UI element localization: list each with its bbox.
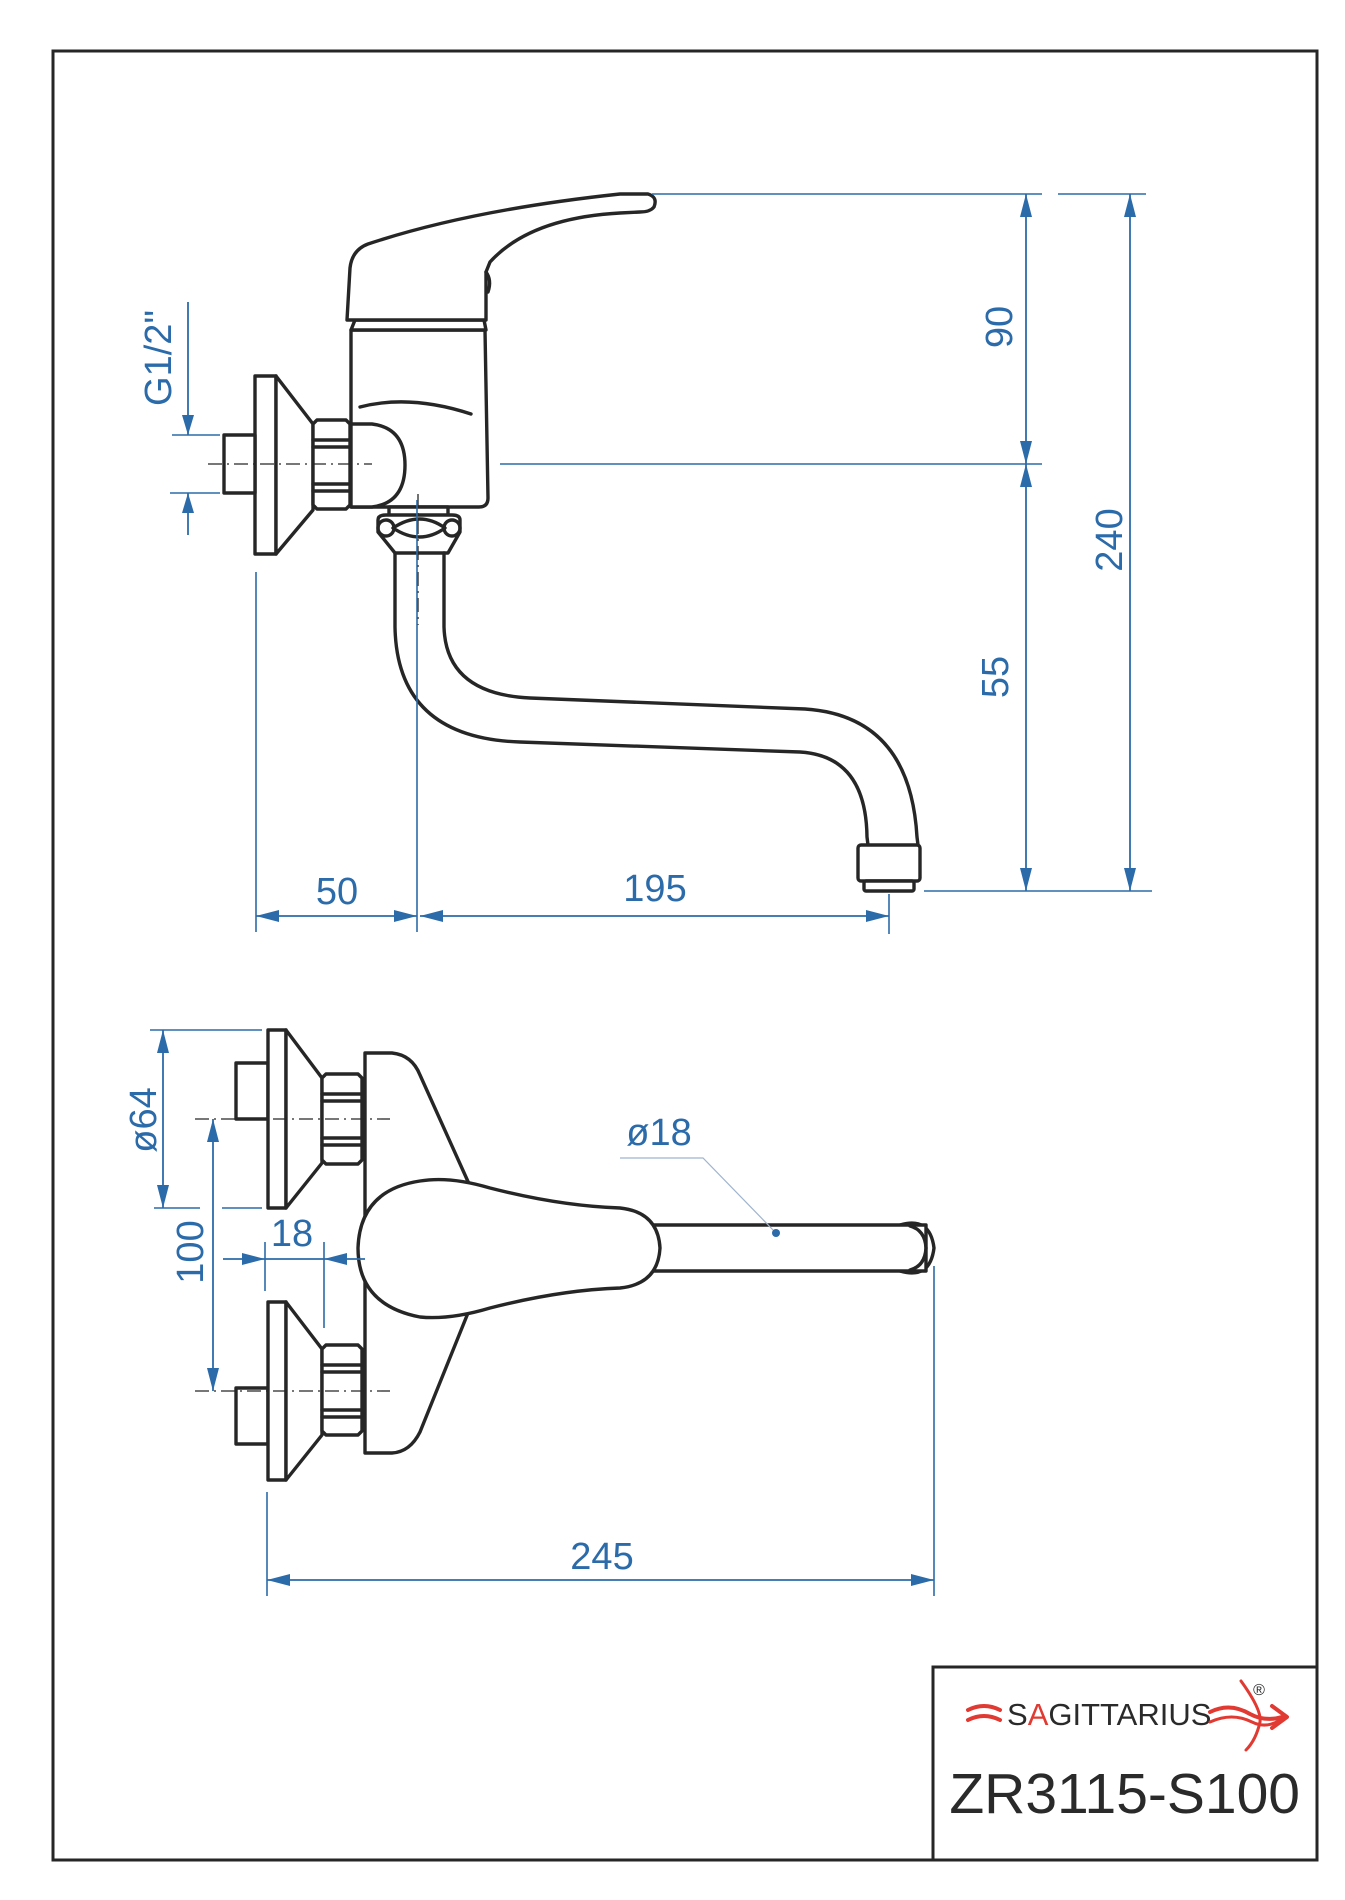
dim-handle-height-label: 90 — [979, 306, 1021, 348]
inlet-pipe — [222, 433, 257, 495]
dim-spout-diameter: ø18 — [620, 1112, 780, 1237]
plan-handle — [356, 1177, 662, 1320]
dim-nut-depth: 18 — [223, 1213, 365, 1328]
brand-rest: GITTARIUS — [1048, 1697, 1211, 1732]
dim-spout-diameter-label: ø18 — [626, 1112, 691, 1154]
dim-spout-height-label: 55 — [975, 656, 1017, 698]
registered-mark: ® — [1253, 1682, 1265, 1699]
handle-pin — [484, 270, 492, 294]
swivel-spout — [393, 551, 870, 847]
brand-name: SAGITTARIUS — [1007, 1697, 1211, 1732]
dim-total-reach: 245 — [266, 1266, 935, 1596]
drawing-frame — [51, 49, 1319, 1862]
aerator — [856, 843, 922, 883]
brand-letter: S — [1007, 1697, 1028, 1732]
brand-letter-accent: A — [1028, 1697, 1049, 1732]
model-number: ZR3115-S100 — [949, 1762, 1300, 1826]
dim-thread: G1/2" — [138, 302, 220, 535]
dim-flange-diameter: ø64 — [123, 1029, 262, 1209]
dim-nut-depth-label: 18 — [271, 1213, 313, 1255]
spout-nut — [376, 505, 462, 555]
dim-heights: 90 55 240 — [500, 193, 1152, 892]
brand-prefix: SA — [1007, 1697, 1049, 1732]
plan-spout — [638, 1221, 936, 1275]
flange-cone — [274, 374, 315, 556]
brand-logo: SAGITTARIUS ® — [966, 1679, 1289, 1752]
dim-inlet-spacing: 100 — [170, 1119, 219, 1391]
dim-spout-reach-label: 195 — [623, 868, 686, 910]
side-view: G1/2" 90 55 240 — [138, 192, 1152, 934]
body-dome — [349, 422, 407, 509]
dim-thread-label: G1/2" — [138, 310, 180, 406]
dim-reach-side: 50 195 — [255, 500, 890, 934]
wall-flange — [253, 374, 278, 556]
dim-total-height-label: 240 — [1089, 508, 1131, 571]
dim-inlet-spacing-label: 100 — [170, 1220, 212, 1283]
dim-wall-offset-label: 50 — [316, 871, 358, 913]
lever-handle — [345, 192, 657, 322]
plan-view: ø64 100 18 ø18 — [123, 1028, 936, 1596]
title-block: SAGITTARIUS ® ZR3115-S100 — [931, 1665, 1319, 1862]
body-decor-line — [358, 400, 473, 416]
dim-flange-diameter-label: ø64 — [123, 1087, 165, 1152]
logo-arrow-icon — [1208, 1705, 1284, 1721]
dim-total-reach-label: 245 — [570, 1536, 633, 1578]
logo-waves-left — [966, 1704, 1002, 1712]
